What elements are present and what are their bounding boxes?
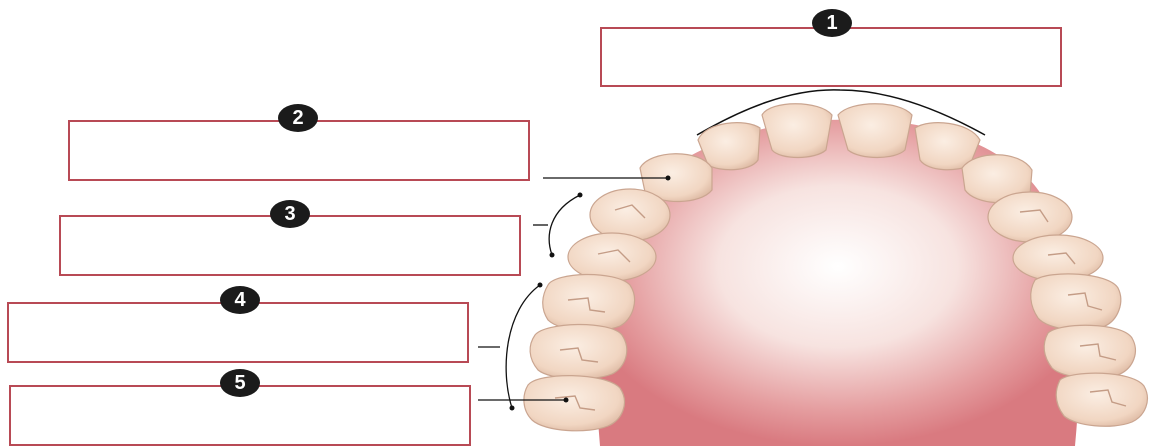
tooth-molar-2-right <box>1044 325 1135 378</box>
number-badge-1: 1 <box>812 9 852 37</box>
number-badge-5: 5 <box>220 369 260 397</box>
tooth-incisor-central-right <box>838 104 912 158</box>
number-badge-3: 3 <box>270 200 310 228</box>
tooth-molar-3-right <box>1056 373 1147 426</box>
tooth-molar-2-left <box>530 324 627 378</box>
number-badge-2: 2 <box>278 104 318 132</box>
tooth-molar-1-right <box>1031 274 1121 330</box>
number-badge-4: 4 <box>220 286 260 314</box>
tooth-molar-3-left <box>524 376 625 431</box>
tooth-incisor-central-left <box>762 104 832 158</box>
tooth-premolar-2-left <box>568 233 656 281</box>
